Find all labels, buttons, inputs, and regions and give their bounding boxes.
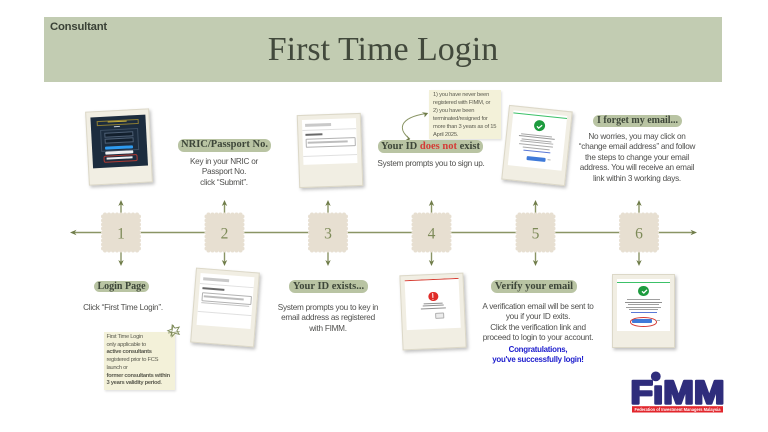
svg-text:5: 5 (532, 226, 540, 243)
svg-text:Federation of Investment Manag: Federation of Investment Managers Malays… (635, 407, 721, 412)
svg-text:1: 1 (117, 226, 125, 243)
svg-text:6: 6 (635, 226, 643, 243)
svg-text:FıMM: FıMM (631, 375, 725, 411)
svg-text:3: 3 (324, 226, 332, 243)
svg-text:2: 2 (221, 226, 229, 243)
svg-text:4: 4 (428, 226, 436, 243)
